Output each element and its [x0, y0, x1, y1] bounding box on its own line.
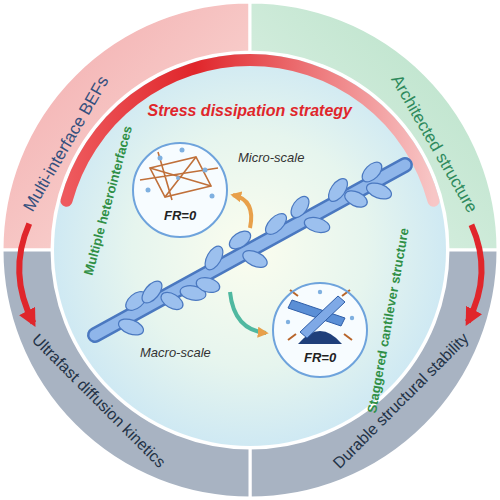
- circle-border: [273, 283, 367, 377]
- zoom-disc: [273, 283, 367, 377]
- scale-arrow: [233, 195, 251, 228]
- force-label: FR=0: [304, 350, 336, 365]
- segment-text: Durable structural stability: [330, 330, 473, 473]
- zoom-circle: Multiple heterointerfacesFR=0: [132, 142, 228, 238]
- diagram-title: Stress dissipation strategy: [148, 102, 353, 120]
- scale-label: Micro-scale: [238, 150, 304, 165]
- ring-segment-label: Durable structural stability: [325, 325, 478, 478]
- red-arrow: [19, 224, 33, 323]
- inner-disc: [54, 54, 446, 446]
- segment-text: Multi-interface BEFs: [20, 73, 114, 216]
- scale-label: Macro-scale: [140, 345, 211, 360]
- heterointerface-lattice: [140, 152, 218, 200]
- force-label: FR=0: [164, 208, 196, 223]
- segment-text: Architected structure: [386, 71, 481, 216]
- scale-arrow: [230, 292, 266, 333]
- ring-segment-label: Architected structure: [382, 66, 486, 222]
- circle-outline: [132, 142, 228, 238]
- zoom-disc: [133, 143, 227, 237]
- circle-heading: Multiple heterointerfaces: [81, 124, 135, 277]
- cantilever-plates: [286, 290, 354, 344]
- red-arrow: [468, 225, 482, 322]
- circle-border: [133, 143, 227, 237]
- ion-dots: [146, 148, 215, 199]
- zoom-circle: Staggered cantilever structureFR=0: [272, 282, 368, 378]
